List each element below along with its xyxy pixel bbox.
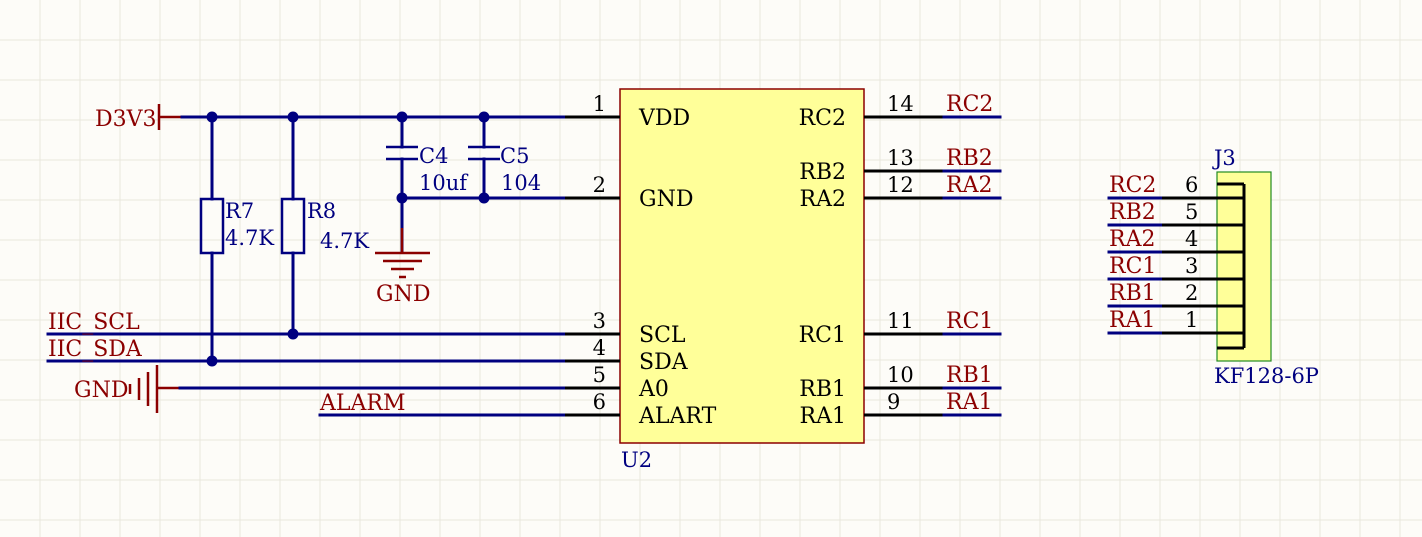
- junctions: [206, 111, 490, 367]
- u2-pin-name: VDD: [638, 106, 690, 131]
- j3-designator: J3: [1212, 146, 1236, 170]
- j3-net-label: RC2: [1109, 173, 1156, 198]
- gnd-ground-label: GND: [376, 282, 430, 307]
- j3-part: KF128-6P: [1214, 364, 1319, 388]
- u2-pin-number: 9: [887, 390, 900, 414]
- u2-pin-name: SCL: [639, 323, 686, 348]
- iic-sda-label: IIC_SDA: [48, 337, 143, 362]
- resistor-r7[interactable]: R7 4.7K: [199, 115, 274, 363]
- net-label-rb2: RB2: [946, 146, 993, 171]
- u2-pin-name: RA2: [800, 187, 846, 212]
- net-label-rc1: RC1: [946, 309, 993, 334]
- j3-net-label: RA1: [1109, 308, 1155, 333]
- gnd-left-label: GND: [74, 378, 128, 403]
- r8-value: 4.7K: [320, 229, 369, 253]
- u2-pin-name: SDA: [639, 350, 689, 375]
- u2-pin-number: 13: [887, 146, 914, 170]
- u2-designator: U2: [621, 448, 652, 472]
- gnd-ground-symbol[interactable]: GND: [375, 228, 430, 307]
- j3-net-label: RC1: [1109, 254, 1156, 279]
- u2-pin-name: RB2: [799, 160, 846, 185]
- u2-pin-number: 6: [593, 390, 606, 414]
- net-label-rc2: RC2: [946, 92, 993, 117]
- j3-pin-number: 3: [1185, 254, 1198, 278]
- u2-pin-number: 3: [593, 309, 606, 333]
- u2-pin-name: RC2: [799, 106, 846, 131]
- u2-pin-number: 10: [887, 363, 914, 387]
- j3-pin-number: 4: [1185, 227, 1198, 251]
- u2-pin-number: 12: [887, 173, 914, 197]
- j3-pin-number: 1: [1185, 308, 1198, 332]
- u2-pin-name: RB1: [799, 377, 846, 402]
- u2-pin-name: ALART: [638, 404, 717, 429]
- net-label-rb1: RB1: [946, 363, 993, 388]
- u2-pin-number: 14: [887, 92, 914, 116]
- u2-pin-number: 4: [593, 336, 606, 360]
- j3-net-label: RB2: [1109, 200, 1156, 225]
- u2-pin-number: 1: [593, 92, 606, 116]
- j3-pin-number: 6: [1185, 173, 1198, 197]
- resistor-r8[interactable]: R8 4.7K: [280, 115, 369, 336]
- d3v3-power-port[interactable]: D3V3: [95, 104, 182, 132]
- j3-net-label: RA2: [1109, 227, 1155, 252]
- u2-right-pins: 14RC2RC213RB2RB212RA2RA211RC1RC110RB1RB1…: [799, 92, 1002, 429]
- gnd-left-power-port[interactable]: GND: [74, 365, 180, 413]
- iic-scl-label: IIC_SCL: [48, 310, 140, 335]
- r7-value: 4.7K: [225, 226, 274, 250]
- c5-value: 104: [501, 171, 541, 195]
- u2-pin-number: 2: [593, 173, 606, 197]
- d3v3-label: D3V3: [95, 107, 157, 132]
- r7-designator: R7: [225, 199, 254, 223]
- c4-value: 10uf: [419, 171, 469, 195]
- capacitor-c5[interactable]: C5 104: [468, 115, 541, 200]
- j3-pin-number: 5: [1185, 200, 1198, 224]
- u2-pin-name: RC1: [799, 323, 846, 348]
- j3-net-label: RB1: [1109, 281, 1156, 306]
- u2-pin-name: RA1: [800, 404, 846, 429]
- net-label-ra1: RA1: [946, 390, 992, 415]
- u2-pin-number: 5: [593, 363, 606, 387]
- u2-pin-number: 11: [887, 309, 914, 333]
- r8-designator: R8: [307, 199, 336, 223]
- j3-pin-number: 2: [1185, 281, 1198, 305]
- c5-designator: C5: [500, 144, 529, 168]
- u2-pin-name: GND: [639, 187, 693, 212]
- c4-designator: C4: [419, 144, 448, 168]
- u2-pin-name: A0: [638, 377, 669, 402]
- capacitor-c4[interactable]: C4 10uf: [386, 115, 469, 254]
- net-label-ra2: RA2: [946, 173, 992, 198]
- alarm-label: ALARM: [319, 391, 405, 416]
